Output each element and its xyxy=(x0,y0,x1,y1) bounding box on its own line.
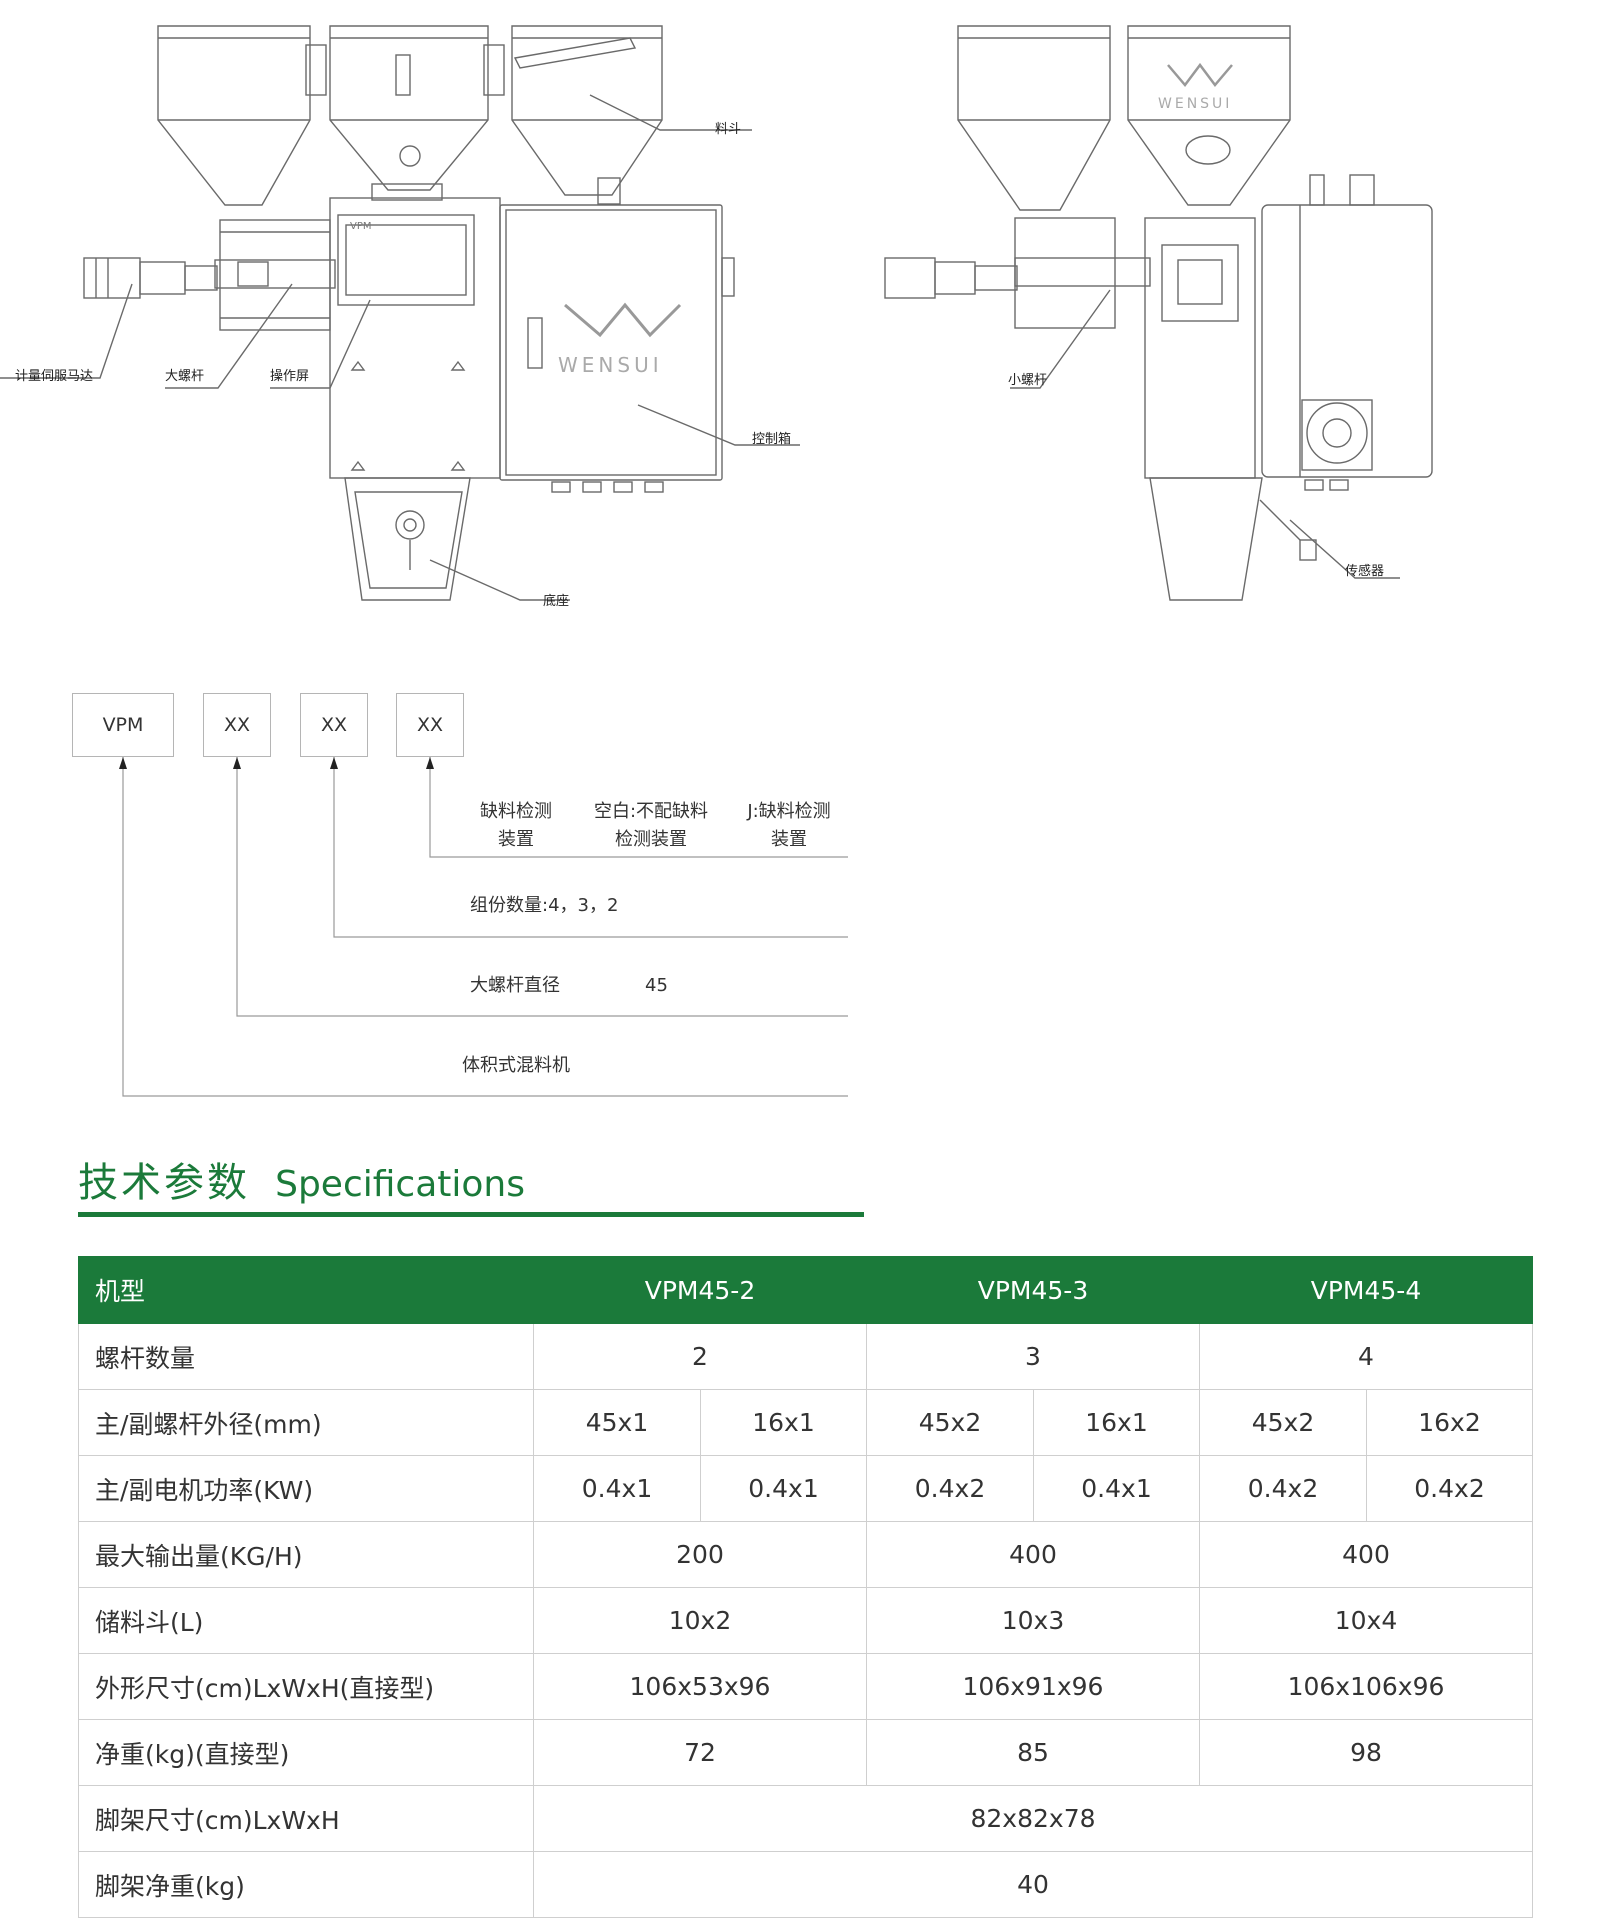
spec-title: 技术参数 Specifications xyxy=(78,1150,525,1208)
cell: 400 xyxy=(866,1521,1200,1588)
screw-diameter-value: 45 xyxy=(645,975,668,996)
header-vpm45-2: VPM45-2 xyxy=(533,1256,867,1324)
table-row: 脚架净重(kg) 40 xyxy=(78,1851,1533,1918)
header-model: 机型 xyxy=(78,1256,534,1324)
cell: 0.4x1 xyxy=(533,1455,701,1522)
cell: 40 xyxy=(533,1851,1533,1918)
callout-servo-motor: 计量伺服马达 xyxy=(15,369,94,384)
spec-title-en: Specifications xyxy=(275,1164,525,1205)
row-label: 储料斗(L) xyxy=(78,1587,534,1654)
cell: 10x2 xyxy=(533,1587,867,1654)
table-row: 最大输出量(KG/H) 200 400 400 xyxy=(78,1521,1533,1588)
cell: 72 xyxy=(533,1719,867,1786)
technical-drawing: WENSUI VPM WENSUI xyxy=(0,0,1600,640)
row-label: 脚架净重(kg) xyxy=(78,1851,534,1918)
code-box-components: XX xyxy=(300,693,368,757)
machine-line-drawing: WENSUI VPM WENSUI xyxy=(0,25,1433,601)
cell: 45x2 xyxy=(866,1389,1034,1456)
row-label: 主/副螺杆外径(mm) xyxy=(78,1389,534,1456)
code-box-screw: XX xyxy=(203,693,271,757)
callout-screen: 操作屏 xyxy=(270,369,310,384)
table-row: 脚架尺寸(cm)LxWxH 82x82x78 xyxy=(78,1785,1533,1852)
cell: 10x4 xyxy=(1199,1587,1533,1654)
callout-hopper: 料斗 xyxy=(715,122,742,137)
callout-control-box: 控制箱 xyxy=(752,432,792,447)
spec-title-rule xyxy=(78,1212,864,1217)
row-label: 净重(kg)(直接型) xyxy=(78,1719,534,1786)
header-vpm45-3: VPM45-3 xyxy=(866,1256,1200,1324)
table-row: 外形尺寸(cm)LxWxH(直接型) 106x53x96 106x91x96 1… xyxy=(78,1653,1533,1720)
cell: 106x106x96 xyxy=(1199,1653,1533,1720)
row-label: 主/副电机功率(KW) xyxy=(78,1455,534,1522)
cell: 106x53x96 xyxy=(533,1653,867,1720)
cell: 85 xyxy=(866,1719,1200,1786)
panel-text: VPM xyxy=(350,221,372,232)
callout-base: 底座 xyxy=(543,594,570,609)
header-vpm45-4: VPM45-4 xyxy=(1199,1256,1533,1324)
cell: 45x2 xyxy=(1199,1389,1367,1456)
spec-table: 机型 VPM45-2 VPM45-3 VPM45-4 螺杆数量 2 3 4 主/… xyxy=(78,1256,1533,1918)
code-box-detection: XX xyxy=(396,693,464,757)
cell: 3 xyxy=(866,1323,1200,1390)
code-box-series: VPM xyxy=(72,693,174,757)
cell: 16x1 xyxy=(700,1389,867,1456)
spec-header-row: 机型 VPM45-2 VPM45-3 VPM45-4 xyxy=(78,1256,1533,1324)
row-label: 外形尺寸(cm)LxWxH(直接型) xyxy=(78,1653,534,1720)
cell: 16x1 xyxy=(1033,1389,1200,1456)
cell: 106x91x96 xyxy=(866,1653,1200,1720)
cell: 0.4x2 xyxy=(866,1455,1034,1522)
brand-text-side: WENSUI xyxy=(1158,96,1232,112)
cell: 4 xyxy=(1199,1323,1533,1390)
cell: 98 xyxy=(1199,1719,1533,1786)
table-row: 储料斗(L) 10x2 10x3 10x4 xyxy=(78,1587,1533,1654)
table-row: 主/副电机功率(KW) 0.4x1 0.4x1 0.4x2 0.4x1 0.4x… xyxy=(78,1455,1533,1522)
cell: 0.4x1 xyxy=(700,1455,867,1522)
callout-small-screw: 小螺杆 xyxy=(1008,373,1048,388)
detect-j-option: J:缺料检测装置 xyxy=(747,801,831,850)
screw-diameter-label: 大螺杆直径 xyxy=(470,975,560,996)
components-label: 组份数量:4，3，2 xyxy=(470,895,619,916)
spec-title-cn: 技术参数 xyxy=(78,1160,250,1206)
machine-type-label: 体积式混料机 xyxy=(462,1055,570,1076)
table-row: 净重(kg)(直接型) 72 85 98 xyxy=(78,1719,1533,1786)
detect-name: 缺料检测装置 xyxy=(480,801,552,850)
cell: 200 xyxy=(533,1521,867,1588)
row-label: 最大输出量(KG/H) xyxy=(78,1521,534,1588)
model-code-lines xyxy=(119,757,848,1097)
cell: 82x82x78 xyxy=(533,1785,1533,1852)
cell: 400 xyxy=(1199,1521,1533,1588)
cell: 0.4x1 xyxy=(1033,1455,1200,1522)
table-row: 主/副螺杆外径(mm) 45x1 16x1 45x2 16x1 45x2 16x… xyxy=(78,1389,1533,1456)
cell: 45x1 xyxy=(533,1389,701,1456)
callout-sensor: 传感器 xyxy=(1345,564,1385,579)
cell: 0.4x2 xyxy=(1199,1455,1367,1522)
callout-big-screw: 大螺杆 xyxy=(165,369,205,384)
row-label: 螺杆数量 xyxy=(78,1323,534,1390)
detect-blank-option: 空白:不配缺料检测装置 xyxy=(593,801,709,850)
cell: 2 xyxy=(533,1323,867,1390)
cell: 0.4x2 xyxy=(1366,1455,1533,1522)
brand-text-front: WENSUI xyxy=(558,353,663,377)
table-row: 螺杆数量 2 3 4 xyxy=(78,1323,1533,1390)
cell: 10x3 xyxy=(866,1587,1200,1654)
row-label: 脚架尺寸(cm)LxWxH xyxy=(78,1785,534,1852)
cell: 16x2 xyxy=(1366,1389,1533,1456)
